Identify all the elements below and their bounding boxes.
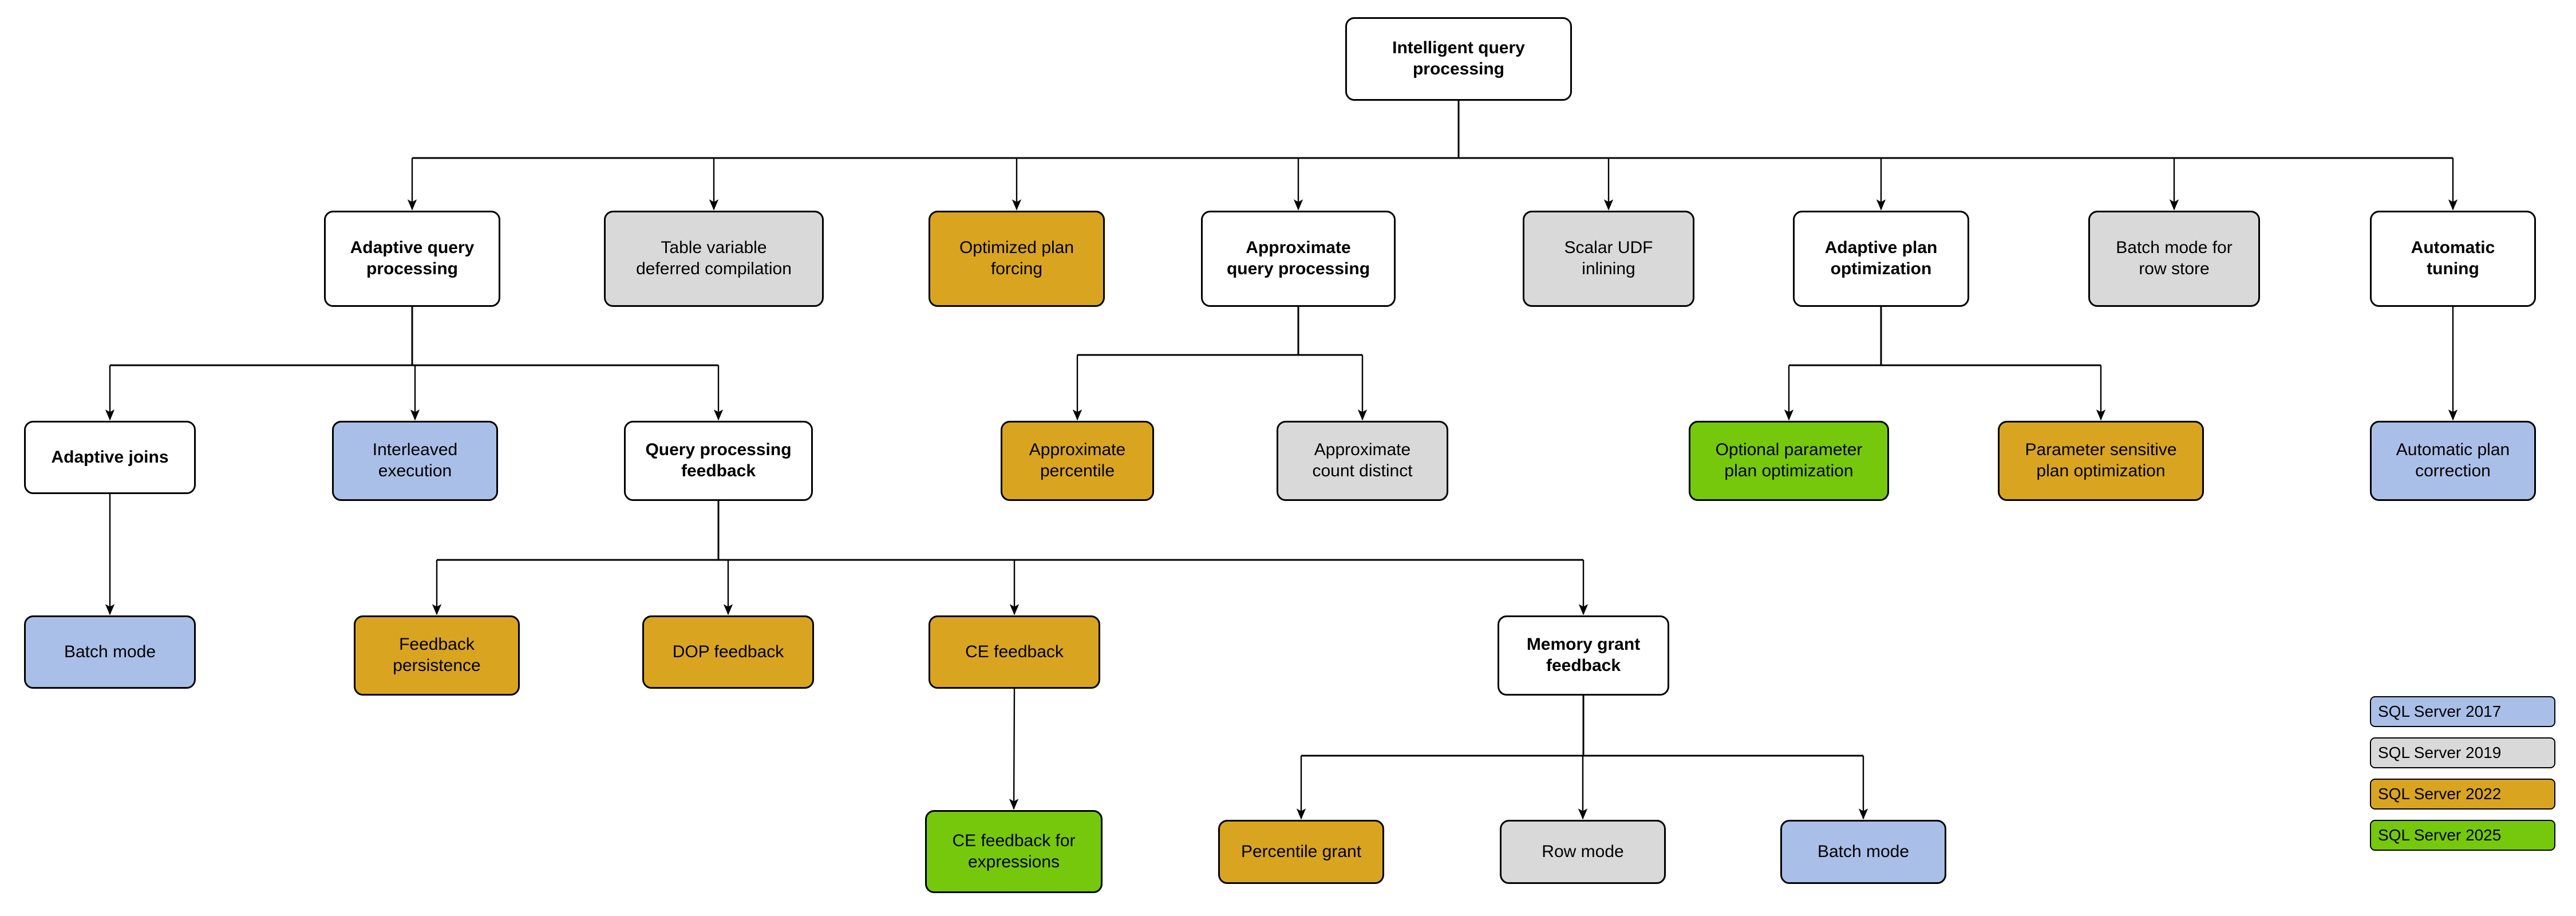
node-pspo[interactable]: Parameter sensitive plan optimization: [1998, 421, 2204, 501]
node-ce[interactable]: CE feedback: [929, 615, 1100, 689]
node-acd[interactable]: Approximate count distinct: [1277, 421, 1448, 501]
node-pg[interactable]: Percentile grant: [1218, 820, 1384, 884]
node-at[interactable]: Automatic tuning: [2370, 211, 2536, 307]
node-apc[interactable]: Automatic plan correction: [2370, 421, 2536, 501]
node-oppo[interactable]: Optional parameter plan optimization: [1689, 421, 1889, 501]
node-bmrs[interactable]: Batch mode for row store: [2088, 211, 2260, 307]
node-aqp[interactable]: Adaptive query processing: [324, 211, 500, 307]
node-fp[interactable]: Feedback persistence: [354, 615, 520, 696]
node-tvdc[interactable]: Table variable deferred compilation: [604, 211, 824, 307]
node-appct[interactable]: Approximate percentile: [1001, 421, 1154, 501]
node-dop[interactable]: DOP feedback: [642, 615, 814, 689]
legend-item-sql-server-2019: SQL Server 2019: [2370, 737, 2555, 768]
node-ie[interactable]: Interleaved execution: [332, 421, 498, 501]
legend-item-sql-server-2022: SQL Server 2022: [2370, 779, 2555, 810]
node-apq[interactable]: Approximate query processing: [1201, 211, 1396, 307]
node-aj[interactable]: Adaptive joins: [24, 421, 196, 494]
node-udf[interactable]: Scalar UDF inlining: [1523, 211, 1694, 307]
legend-item-sql-server-2025: SQL Server 2025: [2370, 820, 2555, 851]
node-bm2[interactable]: Batch mode: [1780, 820, 1946, 884]
node-apo[interactable]: Adaptive plan optimization: [1793, 211, 1969, 307]
node-bm1[interactable]: Batch mode: [24, 615, 196, 689]
node-root[interactable]: Intelligent query processing: [1345, 17, 1572, 101]
node-qpf[interactable]: Query processing feedback: [624, 421, 813, 501]
node-mgf[interactable]: Memory grant feedback: [1498, 615, 1669, 696]
legend-item-sql-server-2017: SQL Server 2017: [2370, 696, 2555, 727]
node-cefe[interactable]: CE feedback for expressions: [925, 810, 1103, 893]
node-rm[interactable]: Row mode: [1500, 820, 1666, 884]
node-opf[interactable]: Optimized plan forcing: [929, 211, 1105, 307]
